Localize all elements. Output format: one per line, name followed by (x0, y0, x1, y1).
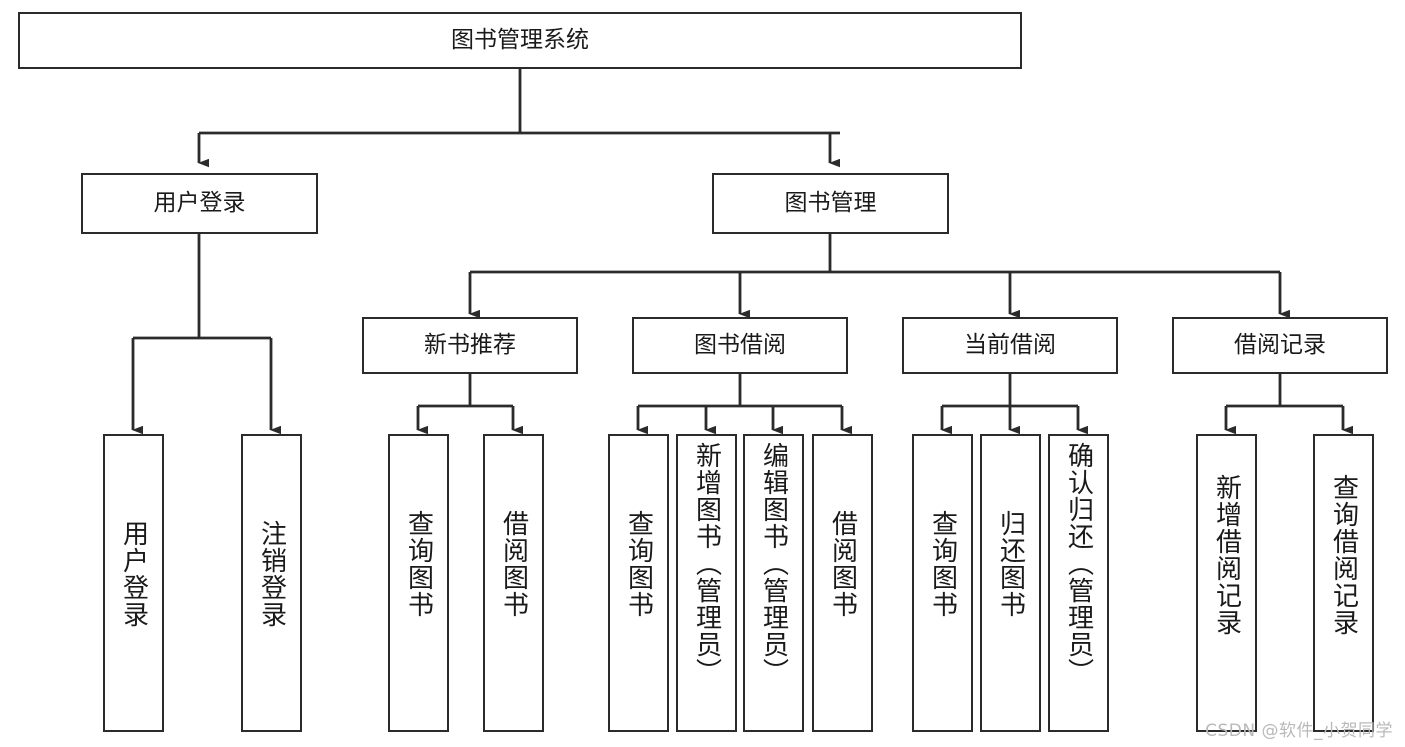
node-leaf-logout[interactable]: 注销登录 (241, 434, 302, 732)
node-leaf-add-record[interactable]: 新增借阅记录 (1196, 434, 1257, 732)
node-new-book-recommend[interactable]: 新书推荐 (362, 317, 578, 374)
node-label: 新增图书（管理员） (691, 442, 722, 685)
node-label: 查询借阅记录 (1328, 474, 1359, 636)
node-current-borrow[interactable]: 当前借阅 (902, 317, 1118, 374)
node-label: 归还图书 (995, 510, 1026, 618)
node-label: 用户登录 (153, 189, 246, 216)
watermark-text: CSDN @软件_小贺同学 (1205, 721, 1393, 741)
node-leaf-edit-book[interactable]: 编辑图书（管理员） (743, 434, 804, 732)
node-label: 查询图书 (623, 510, 654, 618)
node-leaf-query-record[interactable]: 查询借阅记录 (1313, 434, 1374, 732)
node-label: 借阅图书 (498, 510, 529, 618)
node-label: 图书借阅 (694, 331, 786, 358)
node-label: 查询图书 (403, 510, 434, 618)
node-label: 用户登录 (118, 520, 149, 628)
node-leaf-query-book-borrow[interactable]: 查询图书 (608, 434, 669, 732)
node-leaf-user-login[interactable]: 用户登录 (103, 434, 164, 732)
node-book-management[interactable]: 图书管理 (712, 173, 949, 234)
node-leaf-return-book[interactable]: 归还图书 (980, 434, 1041, 732)
node-leaf-add-book[interactable]: 新增图书（管理员） (676, 434, 737, 732)
node-borrow-record[interactable]: 借阅记录 (1172, 317, 1388, 374)
node-label: 确认归还（管理员） (1063, 442, 1094, 685)
node-label: 当前借阅 (964, 331, 1056, 358)
node-label: 编辑图书（管理员） (758, 442, 789, 685)
node-book-borrow[interactable]: 图书借阅 (632, 317, 848, 374)
node-user-login[interactable]: 用户登录 (81, 173, 318, 234)
node-label: 图书管理系统 (451, 26, 589, 53)
node-label: 图书管理 (784, 189, 877, 216)
node-leaf-borrow-book-new[interactable]: 借阅图书 (483, 434, 544, 732)
node-root-system[interactable]: 图书管理系统 (18, 12, 1022, 69)
node-label: 借阅图书 (827, 510, 858, 618)
node-leaf-query-book-current[interactable]: 查询图书 (912, 434, 973, 732)
node-label: 新增借阅记录 (1211, 474, 1242, 636)
node-leaf-query-book-new[interactable]: 查询图书 (388, 434, 449, 732)
node-label: 注销登录 (256, 520, 287, 628)
node-leaf-confirm-return[interactable]: 确认归还（管理员） (1048, 434, 1109, 732)
node-leaf-borrow-book-borrow[interactable]: 借阅图书 (812, 434, 873, 732)
node-label: 查询图书 (927, 510, 958, 618)
node-label: 借阅记录 (1234, 331, 1326, 358)
node-label: 新书推荐 (424, 331, 516, 358)
